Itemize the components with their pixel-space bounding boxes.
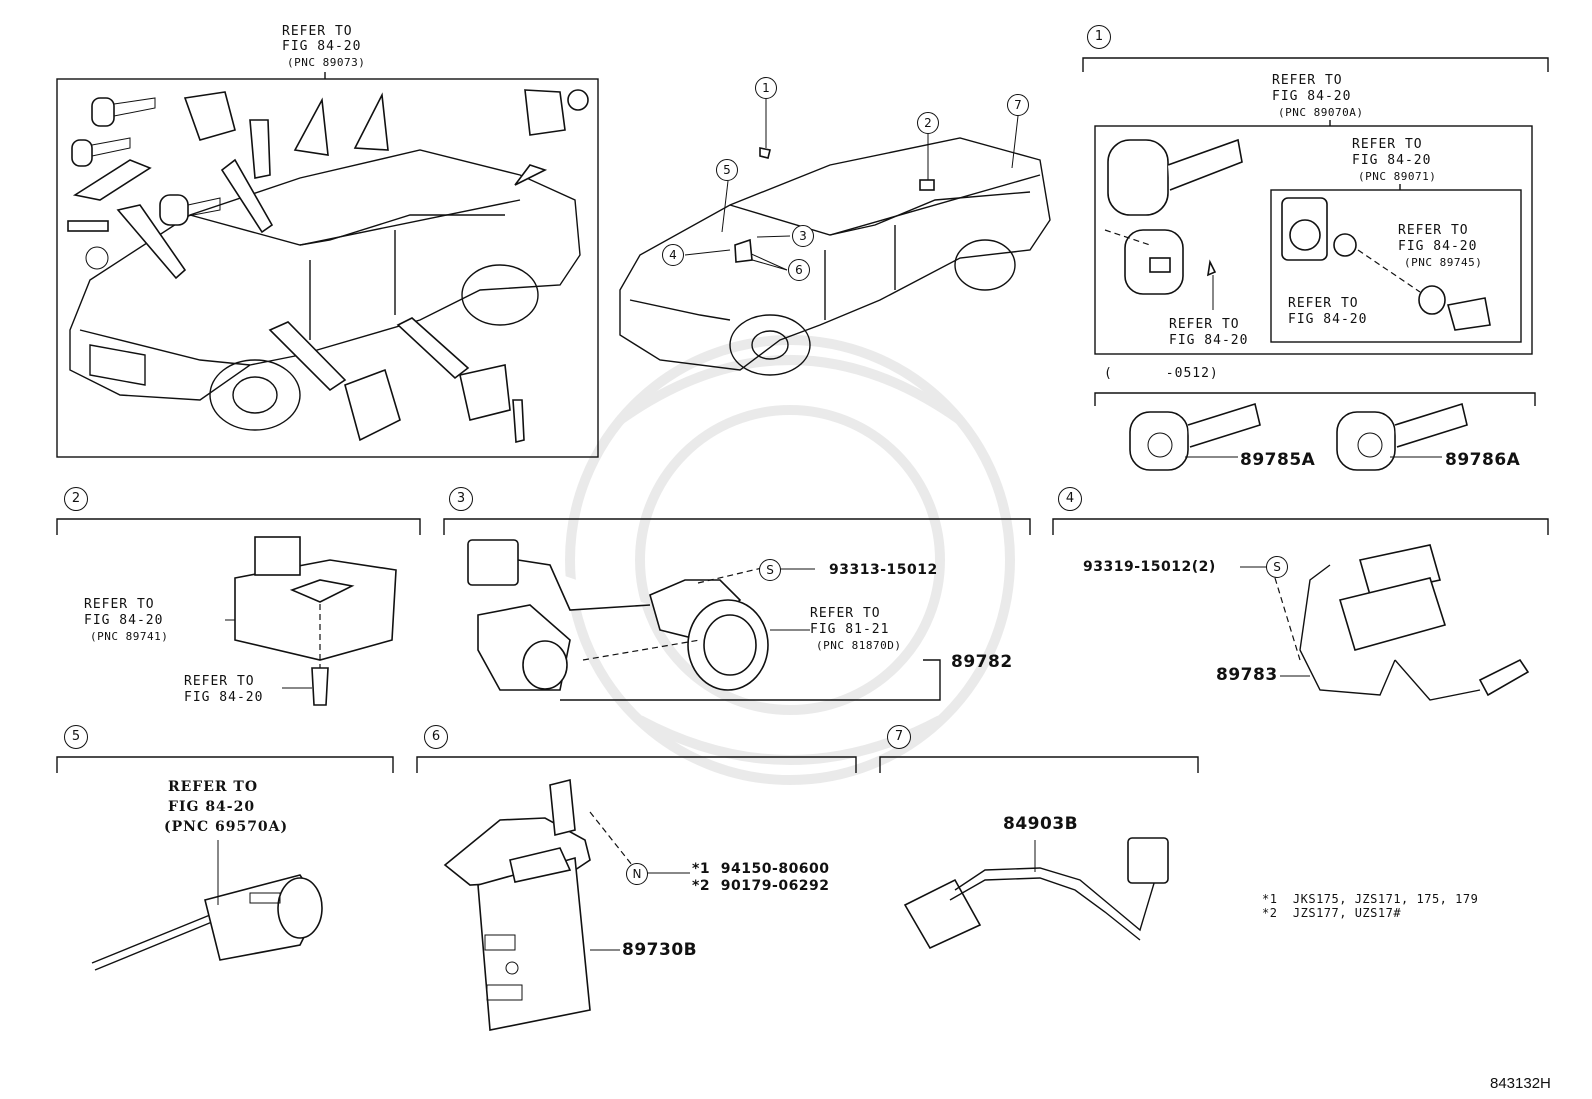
refer-89073-line2: FIG 84-20 — [282, 39, 362, 54]
panel-2-frame — [56, 518, 421, 535]
refer-69570A-line1: REFER TO — [168, 779, 259, 795]
panel-4-frame — [1052, 518, 1549, 535]
refer-89741-line3: (PNC 89741) — [90, 630, 169, 643]
refer-89073-line3: (PNC 89073) — [287, 56, 366, 69]
panel-1-frame — [1082, 57, 1549, 406]
refer-69570A-line3: (PNC 69570A) — [164, 819, 289, 835]
s-symbol-panel4: S — [1266, 556, 1288, 578]
center-leader-lines — [684, 99, 1019, 271]
refer-89071-line1: REFER TO — [1352, 137, 1423, 152]
callout-badge-2: 2 — [917, 112, 939, 134]
panel-6-parts — [443, 778, 690, 1031]
panel-4-parts — [1240, 544, 1530, 701]
panel-2-parts — [225, 536, 397, 706]
part-number-89785A: 89785A — [1240, 450, 1316, 470]
car-illustration-center — [619, 137, 1051, 376]
refer-panel2-b-line1: REFER TO — [184, 674, 255, 689]
s-symbol-panel3: S — [759, 559, 781, 581]
callout-badge-6: 6 — [788, 259, 810, 281]
refer-89745-line3: (PNC 89745) — [1404, 256, 1483, 269]
panel-3-parts — [467, 539, 815, 691]
part-number-89730B: 89730B — [622, 940, 698, 960]
refer-89070A-line1: REFER TO — [1272, 73, 1343, 88]
panel-6-frame — [416, 756, 857, 773]
part-number-93319-15012: 93319-15012(2) — [1083, 559, 1216, 575]
panel-7-parts — [903, 837, 1169, 950]
panel-5-frame — [56, 756, 394, 773]
refer-69570A-line2: FIG 84-20 — [168, 799, 256, 815]
callout-badge-1: 1 — [755, 77, 777, 99]
figure-id: 843132H — [1490, 1075, 1551, 1092]
door-lock-parts-left — [183, 89, 589, 444]
refer-89745-line1: REFER TO — [1398, 223, 1469, 238]
callout-badge-4: 4 — [662, 244, 684, 266]
refer-89071-line3: (PNC 89071) — [1358, 170, 1437, 183]
refer-89073-line1: REFER TO — [282, 24, 353, 39]
panel-4-badge: 4 — [1058, 487, 1082, 511]
key-89785A-illustration — [1129, 402, 1261, 471]
refer-panel2-b-line2: FIG 84-20 — [184, 690, 264, 705]
panel-6-badge: 6 — [424, 725, 448, 749]
refer-81870D-line3: (PNC 81870D) — [816, 639, 902, 652]
callout-badge-3: 3 — [792, 225, 814, 247]
refer-panel1-d-line1: REFER TO — [1288, 296, 1359, 311]
refer-89741-line1: REFER TO — [84, 597, 155, 612]
panel-5-badge: 5 — [64, 725, 88, 749]
bolt-part-number-2: *2 90179-06292 — [692, 878, 830, 894]
bolt-part-number-1: *1 94150-80600 — [692, 861, 830, 877]
callout-badge-5: 5 — [716, 159, 738, 181]
key-89786A-illustration — [1336, 402, 1468, 471]
refer-89071-line2: FIG 84-20 — [1352, 153, 1432, 168]
refer-89070A-line2: FIG 84-20 — [1272, 89, 1352, 104]
panel-1-badge: 1 — [1087, 25, 1111, 49]
n-symbol-panel6: N — [626, 863, 648, 885]
refer-panel1-d-line2: FIG 84-20 — [1288, 312, 1368, 327]
refer-81870D-line2: FIG 81-21 — [810, 622, 890, 637]
part-number-93313-15012: 93313-15012 — [829, 562, 938, 578]
panel-3-frame — [443, 518, 1031, 701]
panel-3-badge: 3 — [449, 487, 473, 511]
refer-89070A-line3: (PNC 89070A) — [1278, 106, 1364, 119]
refer-89745-line2: FIG 84-20 — [1398, 239, 1478, 254]
refer-89741-line2: FIG 84-20 — [84, 613, 164, 628]
refer-81870D-line1: REFER TO — [810, 606, 881, 621]
panel-2-badge: 2 — [64, 487, 88, 511]
watermark-emblem — [565, 335, 1015, 785]
panel-5-parts — [91, 840, 323, 971]
callout-badge-7: 7 — [1007, 94, 1029, 116]
model-range-label: ( -0512) — [1104, 366, 1219, 381]
panel-7-badge: 7 — [887, 725, 911, 749]
overview-box — [56, 78, 599, 458]
car-illustration-left — [69, 149, 581, 431]
key-icons-left — [67, 97, 221, 270]
refer-panel1-e-line2: FIG 84-20 — [1169, 333, 1249, 348]
part-number-89782: 89782 — [951, 652, 1013, 672]
panel-7-frame — [879, 756, 1199, 773]
panel-1-parts — [1104, 138, 1491, 331]
part-number-84903B: 84903B — [1003, 814, 1079, 834]
footnote-1: *1 JKS175, JZS171, 175, 179 — [1262, 892, 1479, 906]
part-number-89783: 89783 — [1216, 665, 1278, 685]
footnote-2: *2 JZS177, UZS17# — [1262, 906, 1402, 920]
refer-panel1-e-line1: REFER TO — [1169, 317, 1240, 332]
part-number-89786A: 89786A — [1445, 450, 1521, 470]
pointer-arrows-left — [116, 158, 548, 392]
